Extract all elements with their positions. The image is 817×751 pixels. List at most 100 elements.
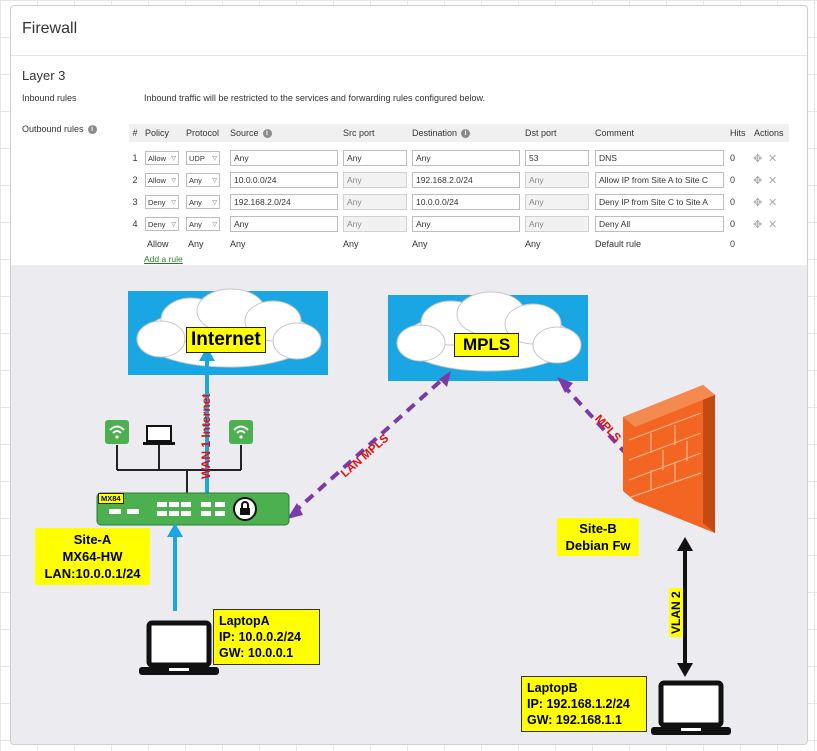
protocol-select[interactable]: Any ▽ [186,192,220,212]
policy-select[interactable]: Deny▽ [145,214,179,234]
protocol-value: Any [189,197,202,207]
page-title: Firewall [22,20,78,37]
move-icon[interactable]: ✥ [753,196,763,209]
table-row: 3 Deny▽ Any ▽ 192.168.2.0/24 Any 10.0.0.0… [129,192,789,212]
laptop-a-ip: IP: 10.0.0.2/24 [219,630,302,644]
internet-label: Internet [186,327,266,353]
default-destination: Any [412,239,428,249]
destination-input[interactable]: 192.168.2.0/24 [412,172,520,188]
diagram-canvas [96,288,731,735]
dst-port-input[interactable]: Any [525,172,589,188]
network-diagram: Internet MPLS WAN 1 Internet LAN MPLS MP… [11,265,807,744]
chevron-down-icon: ▽ [171,221,176,228]
close-icon[interactable]: ✕ [768,218,778,231]
site-a-lan: LAN:10.0.0.1/24 [44,566,141,581]
add-rule-link[interactable]: Add a rule [144,254,183,264]
src-port-input[interactable]: Any [343,194,407,210]
comment-input[interactable]: DNS [595,150,724,166]
close-icon[interactable]: ✕ [768,152,778,165]
laptop-a-link-arrowhead [167,523,183,537]
source-input[interactable]: Any [230,150,338,166]
protocol-value: Any [189,175,202,185]
lan-mpls-arrow-start [287,503,303,519]
chevron-down-icon: ▽ [212,221,217,228]
hits-value: 0 [730,219,736,229]
default-comment: Default rule [595,239,642,249]
col-destination-label: Destination [412,128,458,138]
site-b-desc: Debian Fw [565,538,631,553]
protocol-select[interactable]: Any▽ [186,214,220,234]
comment-input[interactable]: Deny IP from Site C to Site A [595,194,724,210]
destination-input[interactable]: 10.0.0.0/24 [412,194,520,210]
chevron-down-icon: ▽ [171,155,176,162]
protocol-select[interactable]: Any ▽ [186,170,220,190]
chevron-down-icon: ▽ [212,199,217,206]
col-protocol: Protocol [186,128,220,138]
laptop-b-name: LaptopB [527,681,578,695]
wifi-access-point-icon [105,420,129,444]
src-port-input[interactable]: Any [343,172,407,188]
source-input[interactable]: Any [230,216,338,232]
laptop-b-label: LaptopB IP: 192.168.1.2/24 GW: 192.168.1… [521,676,647,732]
chevron-down-icon: ▽ [171,177,176,184]
laptop-b-gw: GW: 192.168.1.1 [527,713,622,727]
policy-value: Allow [148,175,166,185]
policy-value: Deny [148,197,166,207]
dst-port-input[interactable]: 53 [525,150,589,166]
col-policy: Policy [145,128,170,138]
mx84-router-icon [96,492,290,526]
inbound-rules-label: Inbound rules [22,93,77,103]
move-icon[interactable]: ✥ [753,152,763,165]
src-port-input[interactable]: Any [343,150,407,166]
laptop-a-label: LaptopA IP: 10.0.0.2/24 GW: 10.0.0.1 [213,609,320,665]
laptop-a-gw: GW: 10.0.0.1 [219,646,294,660]
vlan-link-label: VLAN 2 [669,588,683,637]
info-icon[interactable]: i [262,128,272,138]
site-b-label: Site-B Debian Fw [557,518,639,556]
comment-input[interactable]: Deny All [595,216,724,232]
table-row: 2 Allow ▽ Any ▽ 10.0.0.0/24 Any 192.168.2.… [129,170,789,190]
rule-number: 1 [132,153,138,163]
policy-select[interactable]: Allow ▽ [145,170,179,190]
protocol-select[interactable]: UDP▽ [186,148,220,168]
firewall-icon [623,385,715,533]
laptop-a-name: LaptopA [219,614,270,628]
mpls-label: MPLS [454,333,520,357]
lan-mpls-arrow-end [439,371,451,387]
vlan-link-arrow-bottom [677,663,693,677]
desktop-computer-icon [143,425,175,445]
info-icon[interactable]: i [87,124,97,134]
inbound-rules-description: Inbound traffic will be restricted to th… [144,93,486,103]
rule-number: 3 [132,197,138,207]
move-icon[interactable]: ✥ [753,218,763,231]
source-input[interactable]: 192.168.2.0/24 [230,194,338,210]
close-icon[interactable]: ✕ [768,196,778,209]
info-icon[interactable]: i [461,128,471,138]
col-src-port: Src port [343,128,375,138]
destination-input[interactable]: Any [412,150,520,166]
hits-value: 0 [730,175,736,185]
move-icon[interactable]: ✥ [753,174,763,187]
destination-input[interactable]: Any [412,216,520,232]
col-dst-port: Dst port [525,128,557,138]
src-port-input[interactable]: Any [343,216,407,232]
laptop-a-icon [139,620,219,675]
site-a-label: Site-A MX64-HW LAN:10.0.0.1/24 [35,528,150,585]
outbound-rules-text: Outbound rules [22,124,84,134]
close-icon[interactable]: ✕ [768,174,778,187]
chevron-down-icon: ▽ [212,177,217,184]
policy-select[interactable]: Allow▽ [145,148,179,168]
comment-input[interactable]: Allow IP from Site A to Site C [595,172,724,188]
policy-select[interactable]: Deny▽ [145,192,179,212]
default-policy: Allow [147,239,169,249]
source-input[interactable]: 10.0.0.0/24 [230,172,338,188]
rule-number: 2 [132,175,138,185]
dst-port-input[interactable]: Any [525,194,589,210]
default-source: Any [230,239,246,249]
default-hits: 0 [730,239,736,249]
dst-port-input[interactable]: Any [525,216,589,232]
router-model-label: MX84 [98,493,124,504]
